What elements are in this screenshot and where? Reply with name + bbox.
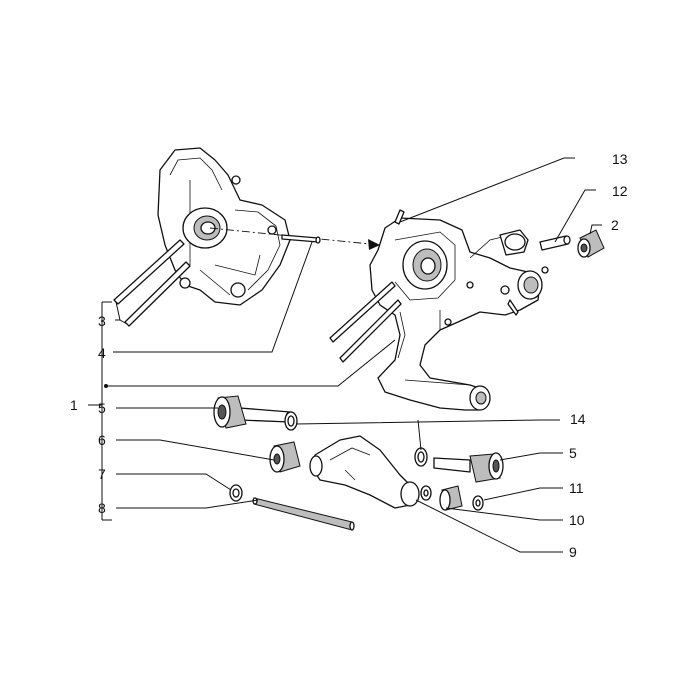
callout-9: 9 <box>569 544 577 560</box>
reference-dot <box>104 384 108 388</box>
long-pin-part-8 <box>252 497 355 531</box>
callout-10: 10 <box>569 512 585 528</box>
callout-11: 11 <box>569 480 584 496</box>
callout-1: 1 <box>70 397 78 413</box>
callout-3: 3 <box>98 313 106 329</box>
shaft-part-4 <box>281 234 321 244</box>
ring-part-11b <box>472 495 484 511</box>
callout-5-right: 5 <box>569 445 577 461</box>
callout-13: 13 <box>612 151 628 167</box>
right-crankcase-with-swing-arm <box>329 209 549 411</box>
callout-12: 12 <box>612 183 628 199</box>
callout-4: 4 <box>98 345 106 361</box>
left-crankcase-half <box>113 147 291 327</box>
callout-8: 8 <box>98 500 106 516</box>
callout-6: 6 <box>98 432 106 448</box>
pin-part-12 <box>539 235 571 251</box>
callout-labels: 13 12 2 3 4 1 5 6 7 8 14 5 11 10 9 <box>70 151 628 560</box>
ring-part-7 <box>229 484 243 502</box>
silentblock-part-5-right <box>433 452 504 483</box>
arm-bracket-part-9 <box>309 435 420 509</box>
bush-part-2 <box>577 229 605 258</box>
callout-2: 2 <box>611 217 619 233</box>
block-part-10 <box>439 485 463 511</box>
oring-part-14-right <box>414 447 428 467</box>
oring-part-14-left <box>284 411 298 431</box>
ring-part-11 <box>420 485 432 501</box>
silentblock-part-5-left <box>213 395 295 429</box>
assembly-arrow <box>368 239 380 250</box>
leader-lines <box>88 157 602 553</box>
rubber-block-part-6 <box>269 441 301 473</box>
callout-7: 7 <box>98 466 106 482</box>
callout-14: 14 <box>570 411 586 427</box>
callout-5-left: 5 <box>98 400 106 416</box>
